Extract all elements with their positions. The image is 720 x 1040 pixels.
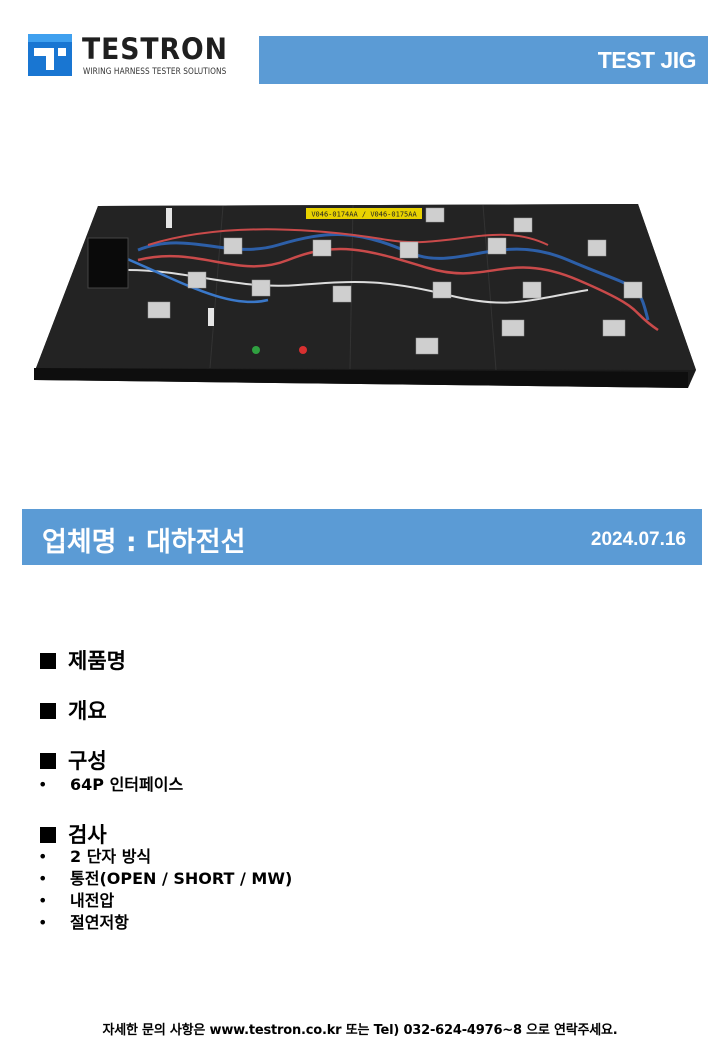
testron-logo-icon (28, 34, 72, 76)
section-heading-inspection: 검사 (40, 819, 107, 849)
jig-label: V046-0174AA / V046-0175AA (311, 211, 417, 219)
logo-name: TESTRON (82, 32, 228, 66)
section-heading-product-name: 제품명 (40, 645, 126, 675)
square-bullet-icon (40, 703, 56, 719)
inspection-list: 2 단자 방식 통전(OPEN / SHORT / MW) 내전압 절연저항 (38, 846, 292, 934)
list-item: 통전(OPEN / SHORT / MW) (38, 868, 292, 890)
square-bullet-icon (40, 827, 56, 843)
banner-title: TEST JIG (597, 47, 697, 73)
document-date: 2024.07.16 (590, 529, 686, 550)
test-jig-photo: V046-0174AA / V046-0175AA (34, 204, 696, 388)
section-heading-composition: 구성 (40, 745, 107, 775)
company-bar: 업체명 : 대하전선 2024.07.16 (22, 509, 702, 565)
section-title: 개요 (68, 699, 107, 723)
list-item: 64P 인터페이스 (38, 774, 183, 796)
list-item: 2 단자 방식 (38, 846, 292, 868)
section-heading-overview: 개요 (40, 695, 107, 725)
square-bullet-icon (40, 753, 56, 769)
section-title: 구성 (68, 749, 107, 773)
logo-tagline: WIRING HARNESS TESTER SOLUTIONS (83, 67, 227, 77)
company-name: 업체명 : 대하전선 (42, 527, 246, 558)
section-title: 검사 (68, 823, 107, 847)
section-title: 제품명 (68, 649, 126, 673)
list-item: 절연저항 (38, 912, 292, 934)
square-bullet-icon (40, 653, 56, 669)
list-item: 내전압 (38, 890, 292, 912)
testron-logo: TESTRON WIRING HARNESS TESTER SOLUTIONS (28, 32, 238, 82)
top-banner: TEST JIG (259, 36, 708, 84)
composition-list: 64P 인터페이스 (38, 774, 183, 796)
footer-contact: 자세한 문의 사항은 www.testron.co.kr 또는 Tel) 032… (102, 1023, 618, 1038)
